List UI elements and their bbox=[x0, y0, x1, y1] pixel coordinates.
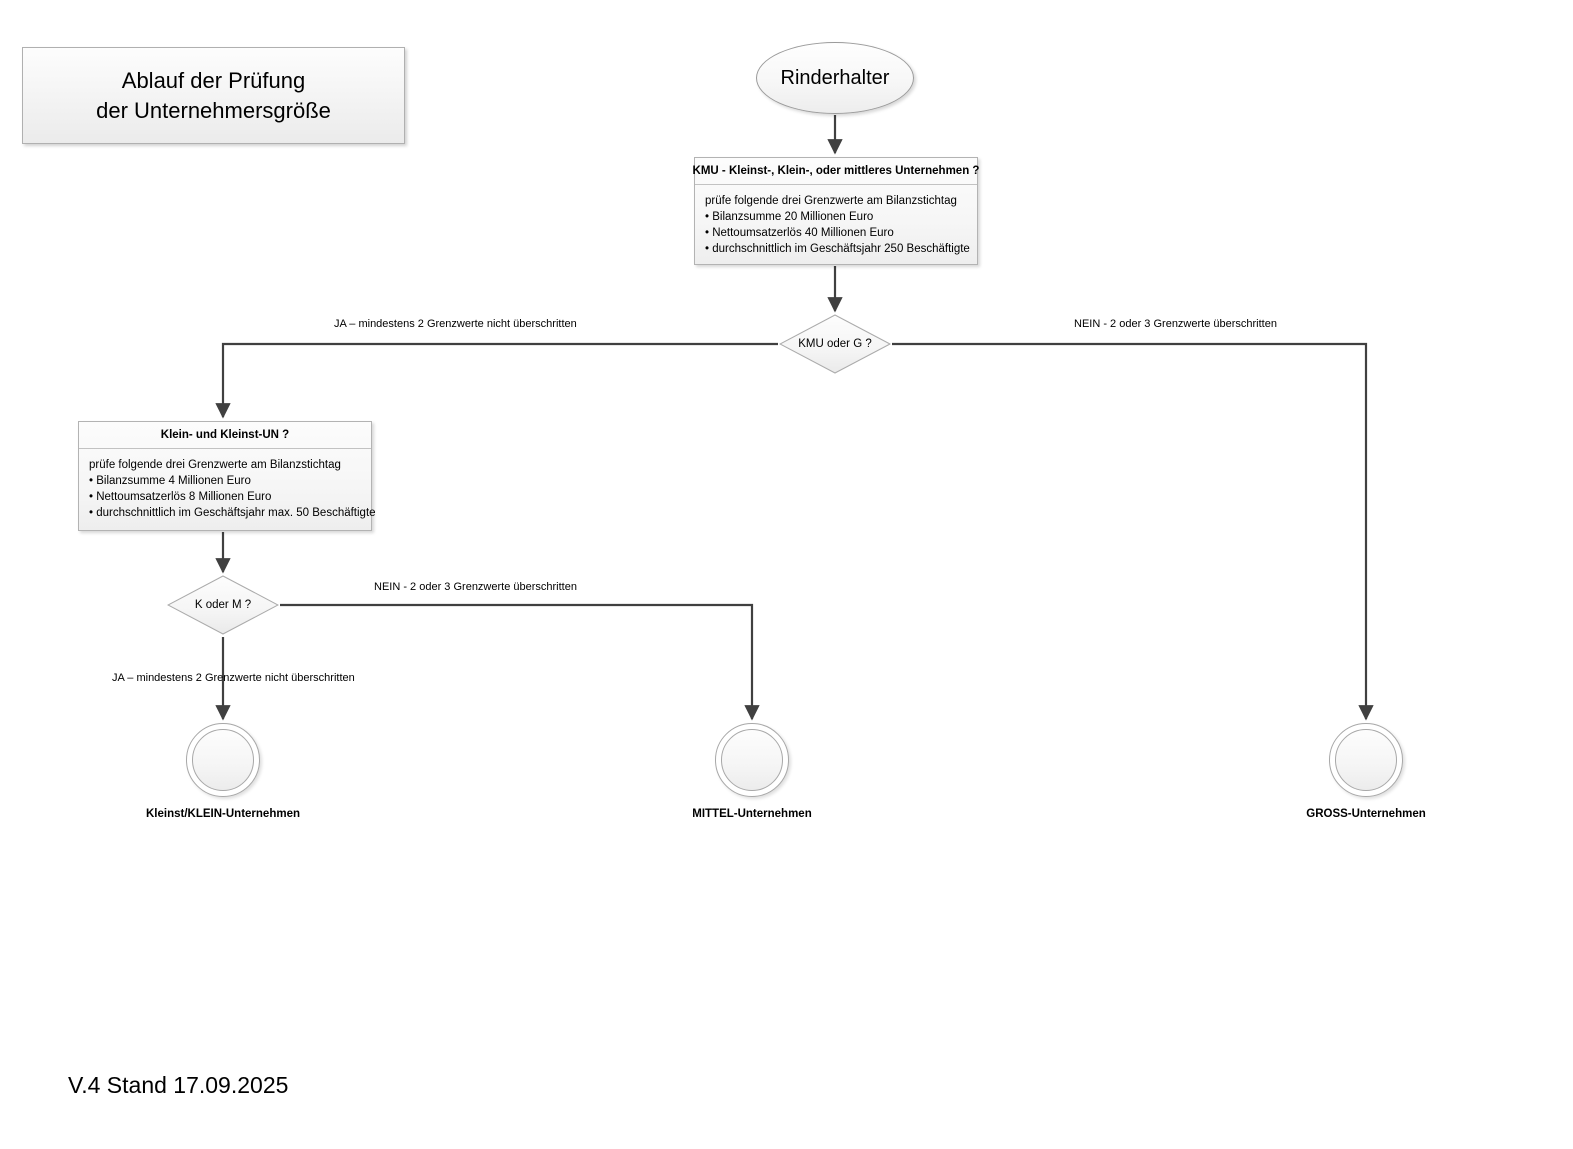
decision-k-oder-m[interactable]: K oder M ? bbox=[167, 575, 279, 635]
diagram-title-line-1: Ablauf der Prüfung bbox=[121, 67, 306, 93]
task-box-kmu-body: prüfe folgende drei Grenzwerte am Bilanz… bbox=[695, 185, 977, 263]
decision-kmu-oder-g-label: KMU oder G ? bbox=[798, 338, 872, 350]
task-box-kmu[interactable]: KMU - Kleinst-, Klein-, oder mittleres U… bbox=[693, 157, 979, 265]
edge-label-kmu-ja: JA – mindestens 2 Grenzwerte nicht übers… bbox=[334, 318, 577, 330]
end-event-inner-ring bbox=[1335, 729, 1397, 791]
end-event-kleinst-klein-caption: Kleinst/KLEIN-Unternehmen bbox=[146, 808, 300, 820]
edge-kmu-ja-to-klein-box bbox=[215, 342, 778, 419]
edge-label-km-nein: NEIN - 2 oder 3 Grenzwerte überschritten bbox=[374, 581, 577, 593]
task-box-klein-intro: prüfe folgende drei Grenzwerte am Bilanz… bbox=[89, 459, 341, 471]
edge-kmu-nein-to-gross bbox=[892, 342, 1374, 721]
task-box-kmu-header: KMU - Kleinst-, Klein-, oder mittleres U… bbox=[693, 158, 979, 185]
end-event-gross-caption: GROSS-Unternehmen bbox=[1306, 808, 1426, 820]
decision-k-oder-m-label: K oder M ? bbox=[194, 599, 252, 611]
end-event-gross[interactable] bbox=[1329, 723, 1403, 797]
start-event-label: Rinderhalter bbox=[780, 66, 890, 89]
task-box-klein-item-1: • Bilanzsumme 4 Millionen Euro bbox=[89, 475, 251, 487]
task-box-kmu-item-3: • durchschnittlich im Geschäftsjahr 250 … bbox=[705, 243, 970, 255]
edge-label-km-ja: JA – mindestens 2 Grenzwerte nicht übers… bbox=[112, 672, 355, 684]
start-event-rinderhalter[interactable]: Rinderhalter bbox=[756, 42, 914, 114]
task-box-kmu-item-2: • Nettoumsatzerlös 40 Millionen Euro bbox=[705, 227, 894, 239]
task-box-kmu-item-1: • Bilanzsumme 20 Millionen Euro bbox=[705, 211, 874, 223]
end-event-mittel[interactable] bbox=[715, 723, 789, 797]
edge-km-nein-to-mittel bbox=[280, 603, 760, 721]
decision-kmu-oder-g[interactable]: KMU oder G ? bbox=[779, 314, 891, 374]
task-box-klein-kleinst[interactable]: Klein- und Kleinst-UN ? prüfe folgende d… bbox=[78, 421, 376, 531]
task-box-klein-item-3: • durchschnittlich im Geschäftsjahr max.… bbox=[89, 507, 376, 519]
edge-label-kmu-nein: NEIN - 2 oder 3 Grenzwerte überschritten bbox=[1074, 318, 1277, 330]
end-event-kleinst-klein[interactable] bbox=[186, 723, 260, 797]
end-event-mittel-caption: MITTEL-Unternehmen bbox=[692, 808, 812, 820]
diamond-shape-icon bbox=[167, 575, 279, 635]
end-event-inner-ring bbox=[721, 729, 783, 791]
task-box-kmu-intro: prüfe folgende drei Grenzwerte am Bilanz… bbox=[705, 195, 957, 207]
task-box-klein-header: Klein- und Kleinst-UN ? bbox=[79, 422, 371, 449]
diagram-title-box: Ablauf der Prüfung der Unternehmersgröße bbox=[22, 47, 405, 144]
task-box-klein-item-2: • Nettoumsatzerlös 8 Millionen Euro bbox=[89, 491, 272, 503]
diagram-title-line-2: der Unternehmersgröße bbox=[96, 97, 331, 123]
version-footer: V.4 Stand 17.09.2025 bbox=[68, 1072, 289, 1098]
diamond-shape-icon bbox=[779, 314, 891, 374]
end-event-inner-ring bbox=[192, 729, 254, 791]
task-box-klein-body: prüfe folgende drei Grenzwerte am Bilanz… bbox=[79, 449, 376, 527]
